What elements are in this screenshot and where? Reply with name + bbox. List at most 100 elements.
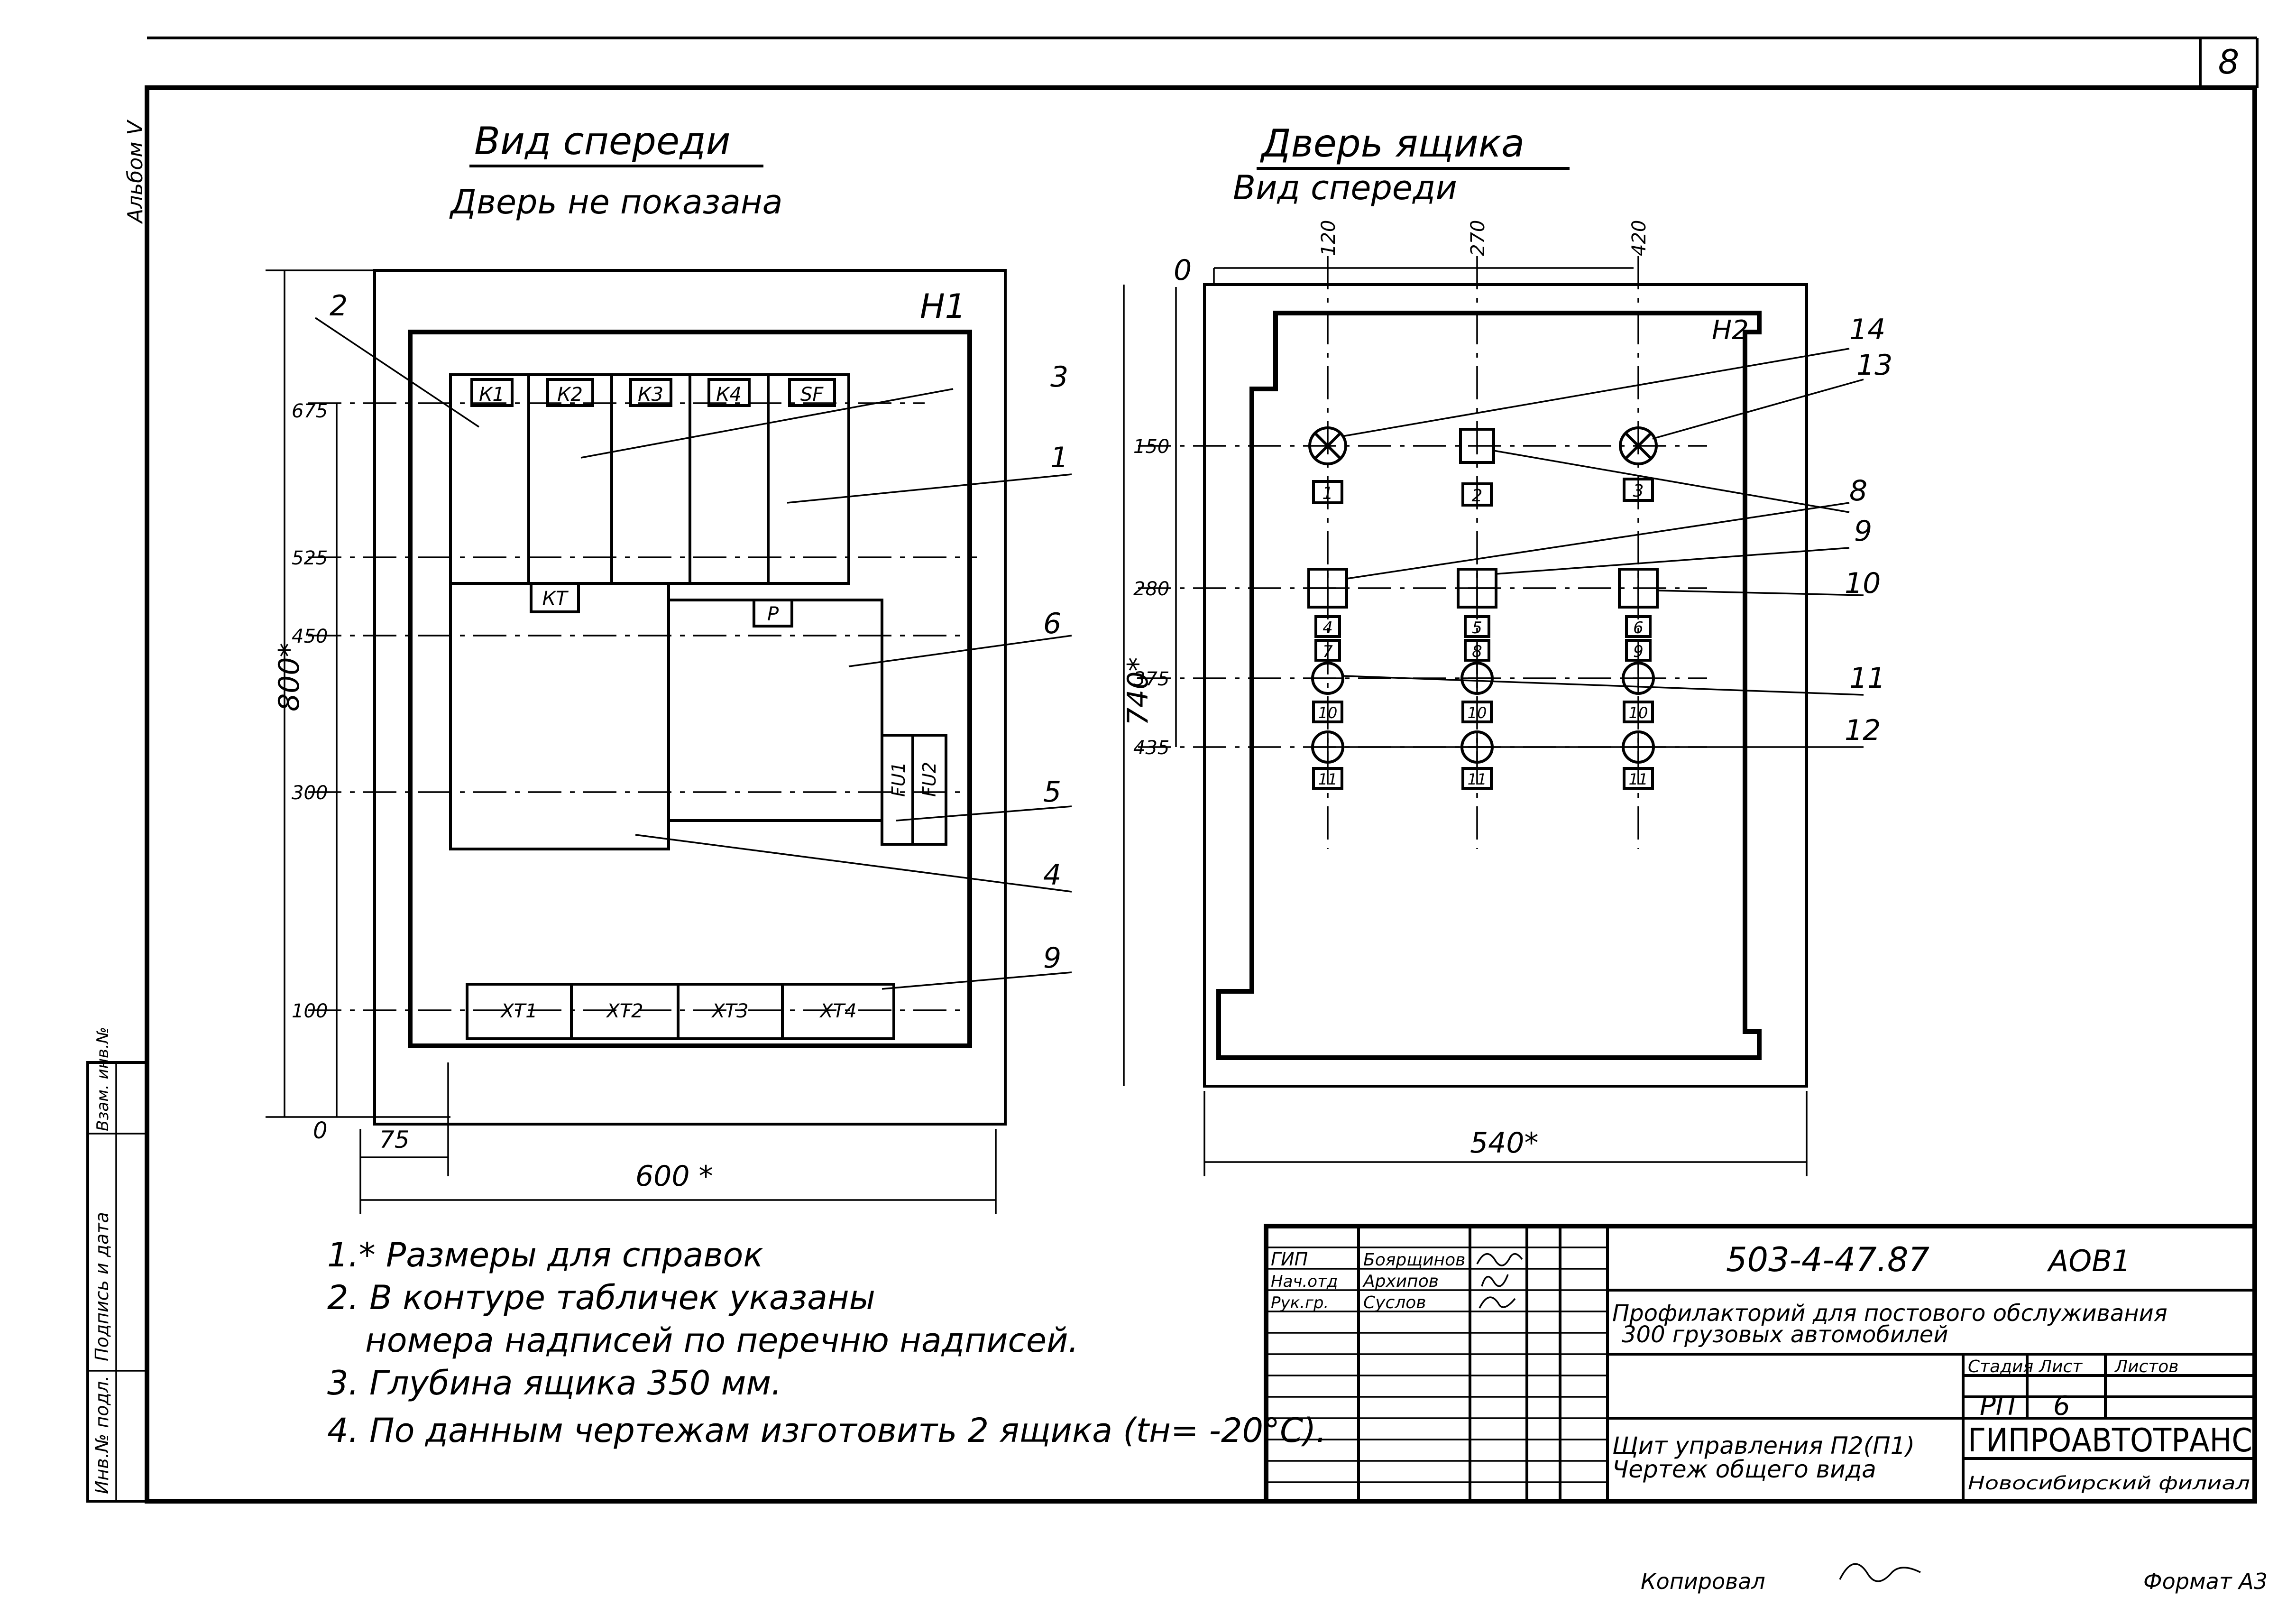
cabinet-inner bbox=[408, 330, 972, 1048]
switch-left bbox=[1307, 568, 1348, 609]
page-number: 8 bbox=[2218, 43, 2240, 82]
door-callout-9: 9 bbox=[1854, 515, 1872, 548]
designation: 503-4-47.87 bbox=[1726, 1240, 1929, 1279]
drawing-line-1: Щит управления П2(П1) bbox=[1612, 1432, 1915, 1459]
device-plate-k2: К2 bbox=[557, 384, 583, 406]
callout-9-front: 9 bbox=[1043, 942, 1061, 975]
door-view: Дверь ящика Вид спереди Н2 0 120 270 420… bbox=[1121, 121, 1892, 1176]
plate-10-a: 10 bbox=[1318, 704, 1338, 722]
cabinet-mark-h2: Н2 bbox=[1712, 315, 1749, 346]
plate-4: 4 bbox=[1322, 618, 1333, 637]
dim-675: 675 bbox=[292, 400, 328, 422]
buttons-row-375 bbox=[1311, 662, 1655, 695]
plate-5: 5 bbox=[1472, 618, 1482, 637]
staff-name-gip: Боярщинов bbox=[1363, 1250, 1465, 1270]
copier-signature bbox=[1839, 1563, 1921, 1582]
project-line-1: Профилакторий для постового обслуживания bbox=[1612, 1300, 2167, 1327]
title-block: ГИП Боярщинов Нач.отд Архипов Рук.гр. Су… bbox=[1264, 1224, 2257, 1504]
door-row-435: 435 bbox=[1133, 737, 1169, 759]
terminal-xt3: ХТ3 bbox=[711, 1000, 748, 1022]
door-callout-14: 14 bbox=[1849, 313, 1885, 346]
callout-2: 2 bbox=[330, 289, 348, 323]
plate-10-b: 10 bbox=[1468, 704, 1487, 722]
sheet-code: АОВ1 bbox=[2047, 1244, 2131, 1278]
callout-6: 6 bbox=[1043, 607, 1061, 640]
door-col-420: 420 bbox=[1628, 220, 1650, 256]
plate-3: 3 bbox=[1633, 481, 1644, 501]
note-1: 1.* Размеры для справок bbox=[327, 1236, 763, 1274]
side-stamp: Инв.№ подл. Подпись и дата Взам. инв.№ bbox=[86, 1027, 148, 1503]
door-width-540: 540* bbox=[1470, 1126, 1539, 1160]
dim-75: 75 bbox=[379, 1126, 410, 1154]
drawing-line-2: Чертеж общего вида bbox=[1612, 1456, 1876, 1483]
switch-right bbox=[1618, 568, 1659, 609]
door-callout-8: 8 bbox=[1849, 474, 1867, 508]
front-view-title: Вид спереди bbox=[474, 119, 730, 163]
door-dim-zero-top: 0 bbox=[1174, 254, 1192, 287]
note-4: 4. По данным чертежам изготовить 2 ящика… bbox=[327, 1411, 1327, 1450]
door-col-120: 120 bbox=[1318, 220, 1340, 256]
plate-11-a: 11 bbox=[1318, 770, 1338, 788]
format-label: Формат А3 bbox=[2143, 1569, 2268, 1594]
door-row-150: 150 bbox=[1133, 436, 1169, 458]
plate-2: 2 bbox=[1472, 486, 1483, 506]
staff-role-head: Нач.отд bbox=[1271, 1272, 1338, 1291]
front-view-subtitle: Дверь не показана bbox=[449, 183, 783, 222]
front-view: Вид спереди Дверь не показана Н1 К1 К2 К… bbox=[266, 119, 1072, 1214]
dim-525: 525 bbox=[292, 547, 328, 569]
door-view-title: Дверь ящика bbox=[1260, 121, 1525, 166]
door-callout-10: 10 bbox=[1845, 567, 1881, 600]
door-outer bbox=[1203, 283, 1808, 1088]
relay-plate-p: Р bbox=[767, 603, 779, 625]
device-plate-k3: К3 bbox=[638, 384, 663, 406]
fuse-fu2: FU2 bbox=[919, 762, 940, 797]
plate-10-c: 10 bbox=[1629, 704, 1648, 722]
door-callout-13: 13 bbox=[1856, 349, 1892, 382]
relay-plate-kt: КТ bbox=[542, 588, 569, 609]
sheets-label: Листов bbox=[2114, 1357, 2178, 1376]
switch-middle bbox=[1457, 568, 1497, 609]
terminal-xt4: ХТ4 bbox=[819, 1000, 856, 1022]
staff-name-lead: Суслов bbox=[1363, 1293, 1426, 1312]
stamp-inv-no: Инв.№ подл. bbox=[92, 1375, 112, 1494]
dim-300: 300 bbox=[292, 782, 328, 804]
staff-role-gip: ГИП bbox=[1271, 1249, 1308, 1270]
door-callout-11: 11 bbox=[1849, 662, 1885, 695]
plate-8: 8 bbox=[1472, 642, 1482, 661]
dim-100: 100 bbox=[292, 1000, 328, 1022]
note-2-cont: номера надписей по перечню надписей. bbox=[365, 1321, 1079, 1360]
sheet-value: 6 bbox=[2053, 1391, 2070, 1422]
dim-height-800: 800* bbox=[273, 643, 306, 711]
notes: 1.* Размеры для справок 2. В контуре таб… bbox=[327, 1236, 1327, 1450]
device-plate-k1: К1 bbox=[479, 384, 505, 406]
terminal-xt2: ХТ2 bbox=[606, 1000, 643, 1022]
button-top-middle bbox=[1459, 428, 1495, 464]
staff-role-lead: Рук.гр. bbox=[1271, 1293, 1329, 1312]
copied-label: Копировал bbox=[1641, 1569, 1765, 1594]
signature-2 bbox=[1481, 1274, 1509, 1287]
door-row-375: 375 bbox=[1133, 668, 1169, 690]
callout-5: 5 bbox=[1043, 775, 1061, 809]
terminal-xt1: ХТ1 bbox=[500, 1000, 537, 1022]
callout-3: 3 bbox=[1050, 360, 1068, 394]
branch: Новосибирский филиал bbox=[1968, 1473, 2250, 1494]
lamp-left bbox=[1308, 426, 1347, 465]
plate-9: 9 bbox=[1633, 642, 1644, 661]
door-col-270: 270 bbox=[1467, 220, 1489, 256]
album-label: Альбом V bbox=[123, 120, 147, 224]
plate-11-b: 11 bbox=[1468, 770, 1487, 788]
plate-7: 7 bbox=[1322, 642, 1333, 661]
dim-450: 450 bbox=[292, 626, 328, 647]
stage-value: РП bbox=[1980, 1391, 2016, 1422]
dim-zero-front: 0 bbox=[313, 1117, 328, 1144]
plate-6: 6 bbox=[1633, 618, 1644, 637]
cabinet-outer bbox=[373, 269, 1007, 1126]
sheet-label: Лист bbox=[2038, 1357, 2083, 1376]
signature-1 bbox=[1476, 1253, 1523, 1266]
door-height-740: 740* bbox=[1121, 657, 1155, 726]
device-plate-k4: К4 bbox=[716, 384, 742, 406]
fuse-fu1: FU1 bbox=[888, 762, 909, 797]
organization: ГИПРОАВТОТРАНС bbox=[1968, 1422, 2252, 1459]
project-line-2: 300 грузовых автомобилей bbox=[1622, 1321, 1948, 1348]
